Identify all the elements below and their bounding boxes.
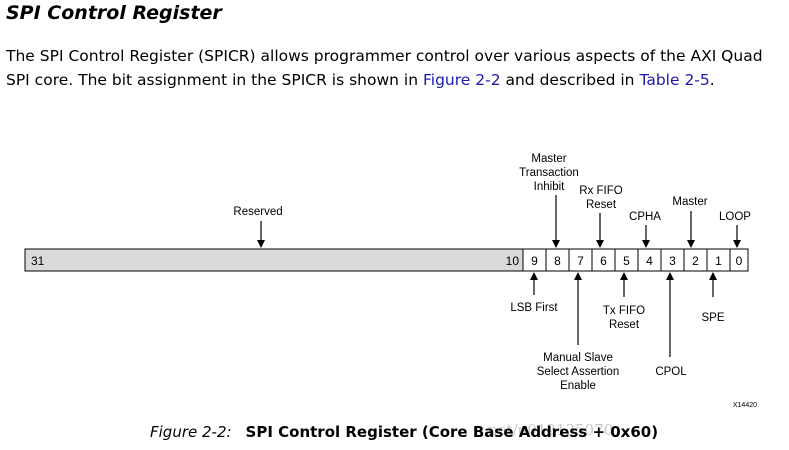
bit-label-10: 10 (506, 254, 520, 268)
watermark: net/u012135070 (488, 421, 614, 439)
label-lsb-first: LSB First (510, 302, 558, 314)
description-paragraph: The SPI Control Register (SPICR) allows … (6, 45, 781, 92)
label-cpol: CPOL (655, 366, 687, 378)
label-cpha: CPHA (629, 211, 661, 223)
arrows-above (257, 195, 741, 248)
paragraph-text-2: and described in (500, 70, 640, 89)
section-title: SPI Control Register (6, 2, 222, 24)
caption-label: Figure 2-2: (150, 423, 232, 441)
label-loop: LOOP (719, 211, 751, 223)
label-rx-fifo-reset-1: Rx FIFO (579, 185, 622, 197)
bit-label-7: 7 (577, 254, 584, 268)
label-tx-fifo-reset-1: Tx FIFO (603, 305, 645, 317)
bit-label-6: 6 (600, 254, 607, 268)
label-tx-fifo-reset-2: Reset (609, 319, 640, 331)
label-master-transaction-inhibit-1: Master (531, 153, 566, 165)
label-master: Master (672, 196, 707, 208)
label-master-transaction-inhibit-2: Transaction (519, 167, 579, 179)
figure-caption: Figure 2-2: SPI Control Register (Core Ba… (150, 423, 658, 441)
bit-label-4: 4 (646, 254, 653, 268)
bit-cell-0 (729, 248, 749, 272)
bit-cells (522, 248, 749, 272)
bit-label-9: 9 (531, 254, 538, 268)
bit-label-31: 31 (31, 254, 45, 268)
paragraph-text-1: The SPI Control Register (SPICR) allows … (6, 47, 763, 89)
bit-label-2: 2 (692, 254, 699, 268)
label-spe: SPE (701, 312, 724, 324)
figure-2-2-link[interactable]: Figure 2-2 (422, 70, 501, 89)
table-2-5-link[interactable]: Table 2-5 (639, 70, 710, 89)
bit-label-5: 5 (623, 254, 630, 268)
arrows-below (530, 272, 717, 357)
bit-label-3: 3 (669, 254, 676, 268)
label-manual-slave-select-2: Select Assertion (537, 366, 619, 378)
label-reserved: Reserved (233, 206, 282, 218)
reserved-field (24, 248, 524, 272)
paragraph-text-3: . (709, 70, 715, 89)
label-manual-slave-select-1: Manual Slave (543, 352, 613, 364)
caption-title: SPI Control Register (Core Base Address … (245, 423, 659, 441)
label-master-transaction-inhibit-3: Inhibit (534, 181, 565, 193)
figure-id: X14420 (733, 402, 757, 409)
bit-label-8: 8 (554, 254, 561, 268)
label-rx-fifo-reset-2: Reset (586, 199, 617, 211)
label-manual-slave-select-3: Enable (560, 380, 596, 392)
bit-label-1: 1 (715, 254, 722, 268)
register-diagram: 31 10 9 8 7 6 5 4 3 2 1 0 Reserved Maste… (24, 153, 757, 409)
bit-label-0: 0 (736, 254, 743, 268)
